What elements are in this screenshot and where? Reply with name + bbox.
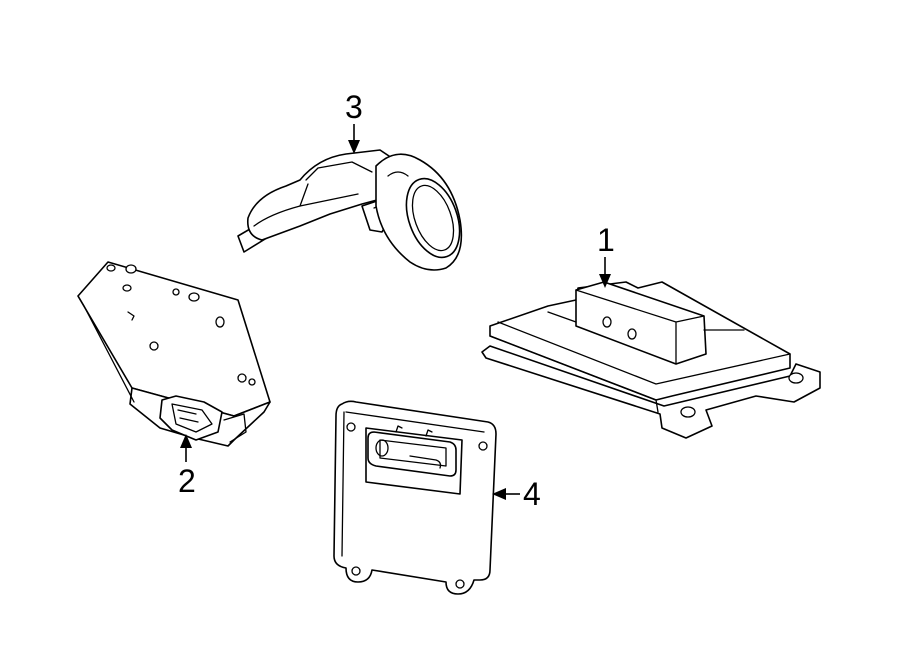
callout-label-3: 3 <box>345 89 363 125</box>
part-2-notch <box>127 311 135 321</box>
part-2-hole <box>172 288 180 296</box>
part-3-face <box>405 177 461 259</box>
part-4-rim <box>341 411 485 557</box>
part-4-connector-tabs <box>395 425 433 437</box>
part-4-hole <box>455 579 465 589</box>
part-2-connector-pins <box>177 409 199 423</box>
part-4-hole <box>351 566 361 576</box>
arrowhead-2 <box>180 434 192 448</box>
part-1-hole <box>602 316 612 328</box>
part-2-hole <box>149 341 159 351</box>
part-3-face-ring <box>411 184 455 252</box>
part-2-hole <box>188 292 200 302</box>
callout-1: 1 <box>597 222 615 288</box>
part-2-hole <box>237 373 247 383</box>
part-1-flange <box>481 345 821 439</box>
part-2-hole <box>106 264 116 272</box>
part-1-housing-lip <box>497 321 791 385</box>
part-4-connector-inner <box>379 439 447 467</box>
part-3-arm-crease <box>299 183 309 207</box>
callout-label-1: 1 <box>597 222 615 258</box>
part-3-arm <box>246 149 399 241</box>
part-3-sensor[interactable] <box>237 149 470 271</box>
part-1-housing-edge <box>489 335 659 413</box>
part-4-connector-latch <box>375 439 389 457</box>
callout-2: 2 <box>178 434 196 499</box>
part-1-block-edges <box>575 289 705 365</box>
part-1-block-base <box>547 311 745 331</box>
part-2-connector-inner <box>171 403 213 433</box>
part-2-connector <box>159 395 223 441</box>
arrowhead-3 <box>348 140 360 154</box>
part-2-top <box>77 261 271 417</box>
part-2-hole <box>215 316 225 328</box>
arrowhead-1 <box>599 274 611 288</box>
part-1-ecu[interactable] <box>481 281 821 439</box>
callout-label-2: 2 <box>178 463 196 499</box>
callout-label-4: 4 <box>523 476 541 512</box>
part-2-edge <box>77 295 135 403</box>
part-4-module[interactable] <box>333 400 497 595</box>
arrowhead-4 <box>492 488 506 500</box>
part-2-hole <box>122 284 132 292</box>
part-3-body-line <box>387 171 409 177</box>
part-2-module[interactable] <box>77 261 271 447</box>
part-4-hole <box>478 441 488 451</box>
part-3-arm-ridge <box>305 161 373 181</box>
part-4-connector-pin <box>409 455 442 469</box>
callout-4: 4 <box>492 476 541 512</box>
part-2-hole <box>125 264 137 274</box>
part-2-hole <box>248 378 256 386</box>
part-1-hole <box>680 406 696 418</box>
part-4-hole <box>346 422 356 432</box>
part-1-hole <box>788 372 804 384</box>
part-2-latch <box>223 413 247 443</box>
part-1-hole <box>627 328 637 340</box>
callout-3: 3 <box>345 89 363 154</box>
